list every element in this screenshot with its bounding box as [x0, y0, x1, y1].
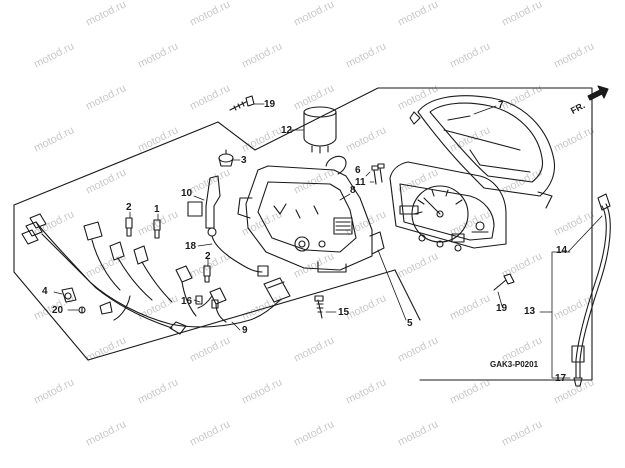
callout-6: 6	[355, 165, 361, 176]
callout-7: 7	[498, 100, 504, 111]
callout-3: 3	[241, 155, 247, 166]
assembly-frame-lower	[13, 204, 396, 361]
meter-lens	[409, 95, 556, 209]
callout-12: 12	[281, 125, 293, 136]
socket-bracket	[187, 175, 269, 277]
callout-18: 18	[185, 241, 197, 252]
diagram-code: GAK3-P0201	[490, 360, 539, 369]
callout-8: 8	[350, 185, 356, 196]
callout-20: 20	[52, 305, 64, 316]
harness-clamp	[61, 287, 77, 303]
callout-9: 9	[242, 325, 248, 336]
relay-part	[303, 106, 337, 154]
callout-14: 14	[556, 245, 568, 256]
callout-19-top: 19	[264, 99, 276, 110]
screw-11	[371, 163, 385, 185]
callout-leaders	[53, 103, 603, 379]
screw-20	[78, 306, 86, 314]
callout-16: 16	[181, 296, 193, 307]
screw-15	[314, 295, 324, 319]
callout-5: 5	[407, 318, 413, 329]
callout-2b: 2	[205, 251, 211, 262]
grommet-part	[218, 149, 234, 167]
bulbs-group	[125, 217, 211, 283]
callout-17: 17	[555, 373, 567, 384]
wire-harness	[21, 213, 291, 335]
callout-15: 15	[338, 307, 350, 318]
screw-19-top	[229, 95, 255, 111]
callout-1: 1	[154, 204, 160, 215]
callout-13: 13	[524, 306, 536, 317]
screw-19-right	[493, 273, 515, 291]
meter-case-housing	[237, 155, 385, 273]
meter-dial-panel	[389, 161, 507, 252]
callout-10: 10	[181, 188, 193, 199]
front-arrow-icon	[587, 85, 609, 101]
callout-4: 4	[42, 286, 48, 297]
callout-2a: 2	[126, 202, 132, 213]
assembly-frame-right-edge	[394, 269, 421, 321]
callout-19-right: 19	[496, 303, 508, 314]
callout-11: 11	[355, 177, 366, 188]
small-bulb-16	[195, 295, 219, 309]
speedometer-cable	[571, 193, 611, 387]
assembly-frame-outline	[13, 87, 593, 381]
